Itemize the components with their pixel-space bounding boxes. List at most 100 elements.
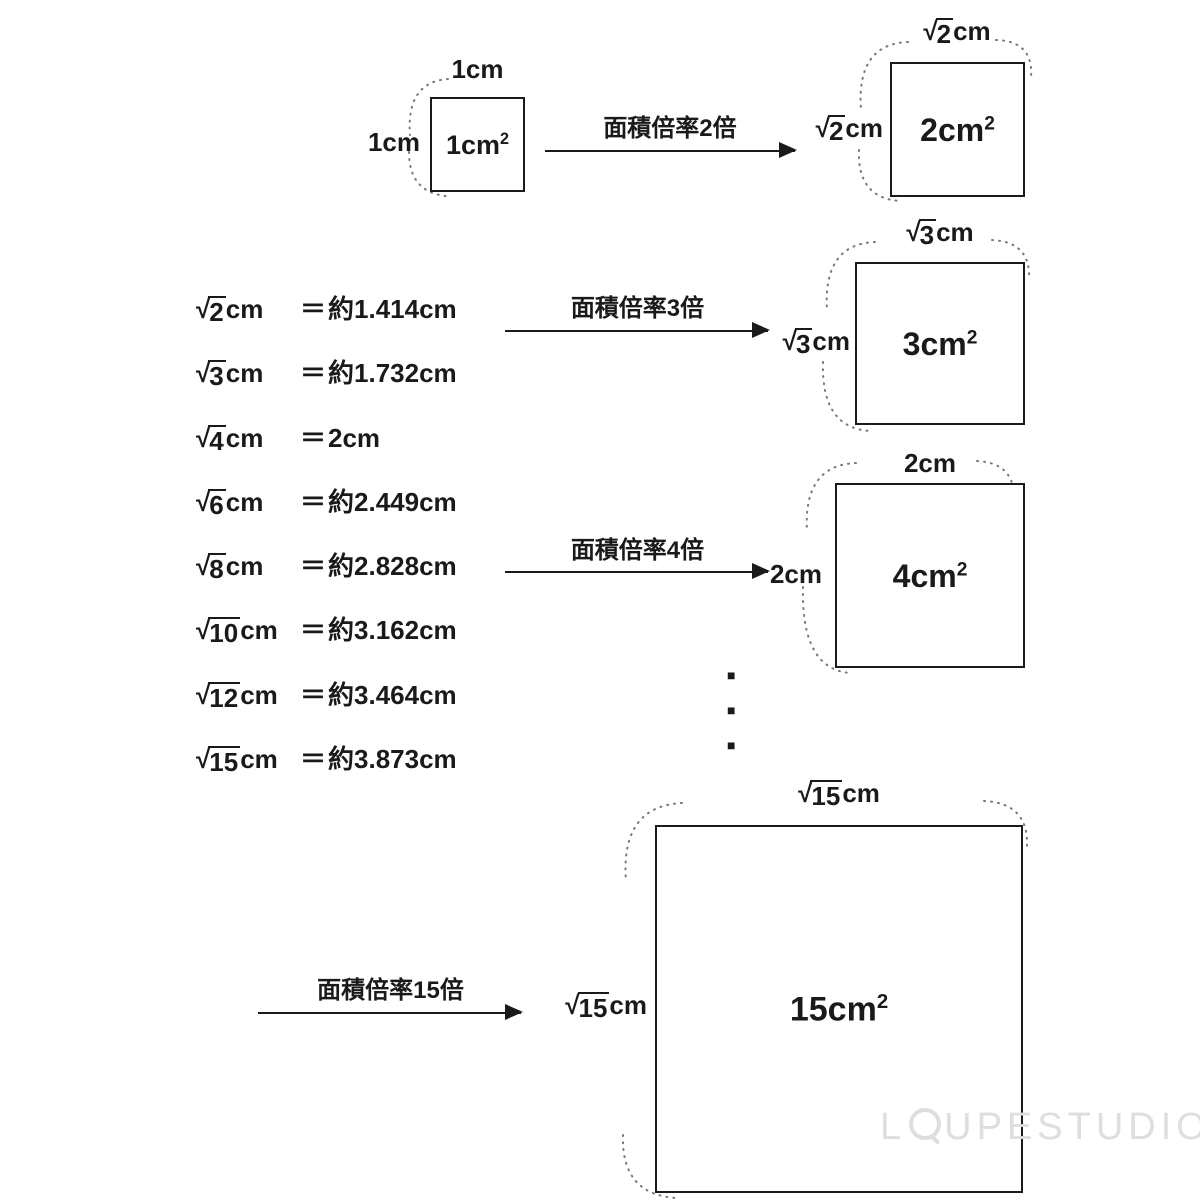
unit: cm (240, 744, 278, 775)
radicand: 15 (577, 992, 610, 1023)
radical-sign: √ (923, 16, 938, 46)
watermark: L UPESTUDIO (880, 1106, 1200, 1149)
area-value: 1cm (445, 129, 501, 160)
sqrt-expression: √15 (798, 779, 843, 810)
radical-sign: √ (196, 551, 211, 582)
radical-sign: √ (565, 990, 580, 1020)
arrow-ratio-2 (545, 142, 797, 158)
corner-arc (983, 800, 1029, 848)
corner-arc (805, 462, 857, 533)
square-15cm2: 15cm2 (655, 825, 1023, 1193)
radical-sign: √ (906, 217, 921, 247)
sqrt-expression: √6 (196, 488, 226, 519)
corner-arc (621, 1134, 678, 1199)
area-value: 2cm (920, 111, 985, 148)
corner-arc (408, 78, 449, 136)
square-3cm2: 3cm2 (855, 262, 1025, 425)
area-exponent: 2 (876, 990, 889, 1013)
radicand: 4 (208, 424, 226, 456)
unit: cm (953, 16, 991, 46)
arrow-label-ratio-2: 面積倍率2倍 (603, 115, 737, 142)
area-label-1cm2: 1cm2 (445, 129, 509, 160)
arrow-label-ratio-4: 面積倍率4倍 (570, 537, 705, 564)
area-label-4cm2: 4cm2 (893, 560, 968, 592)
radicand: 8 (208, 553, 226, 585)
unit: cm (240, 679, 278, 710)
ellipsis-dot-icon: ■ (727, 737, 736, 753)
corner-arc (825, 241, 876, 311)
watermark-text-suffix: UPESTUDIO (944, 1106, 1200, 1148)
radicand: 2 (827, 115, 846, 146)
ellipsis-dot-icon: ■ (727, 667, 736, 683)
equals-sign: ＝ (300, 744, 327, 775)
equals-sign: ＝ (300, 486, 327, 517)
area-exponent: 2 (956, 558, 968, 580)
radical-sign: √ (196, 358, 211, 389)
area-value: 15cm (789, 990, 877, 1029)
unit: cm (609, 990, 647, 1020)
ellipsis-dot-icon: ■ (727, 702, 736, 718)
sqrt-expression: √10 (196, 615, 241, 647)
side-length: 2cm (903, 448, 957, 478)
radicand: 15 (208, 746, 241, 778)
unit: cm (225, 486, 264, 517)
equals-sign: ＝ (300, 294, 327, 324)
side-label-top-1cm: 1cm (430, 54, 525, 85)
side-length: 2cm (769, 559, 822, 589)
radicand: 3 (918, 219, 937, 250)
equation-value: 約2.449cm (328, 486, 457, 517)
radical-sign: √ (782, 326, 797, 356)
equals-sign: ＝ (300, 615, 327, 646)
sqrt-expression: √12 (196, 679, 241, 713)
corner-arc (991, 239, 1031, 280)
side-label-top-2cm: 2cm (835, 448, 1025, 479)
square-1cm2: 1cm2 (430, 97, 525, 192)
equation-value: 約2.828cm (328, 551, 457, 582)
sqrt-expression: √15 (565, 990, 610, 1023)
side-length: 1cm (451, 54, 504, 84)
unit: cm (842, 778, 880, 808)
corner-arc (995, 39, 1033, 79)
radicand: 3 (208, 360, 226, 392)
equals-sign: ＝ (300, 551, 327, 582)
sqrt-expression: √15 (196, 744, 241, 778)
arrow-label-ratio-15: 面積倍率15倍 (317, 977, 464, 1004)
area-value: 3cm (902, 325, 967, 362)
corner-arc (408, 151, 447, 197)
radical-sign: √ (196, 679, 211, 710)
radical-sign: √ (815, 113, 830, 143)
unit: cm (225, 551, 264, 582)
equation-value: 約3.464cm (328, 679, 457, 710)
side-label-left-2cm: 2cm (760, 559, 822, 590)
sqrt-expression: √4 (196, 424, 226, 456)
sqrt-expression: √2 (923, 16, 954, 48)
equation-value: 2cm (328, 422, 381, 453)
unit: cm (936, 217, 974, 247)
watermark-text-prefix: L (880, 1106, 907, 1148)
equals-sign: ＝ (300, 358, 327, 389)
unit: cm (225, 294, 264, 324)
radicand: 2 (208, 296, 226, 327)
corner-arc (821, 361, 871, 432)
unit: cm (845, 113, 883, 143)
radical-sign: √ (196, 615, 211, 646)
radicand: 12 (208, 681, 241, 713)
square-4cm2: 4cm2 (835, 483, 1025, 668)
radical-sign: √ (196, 744, 211, 775)
sqrt-expression: √2 (196, 295, 226, 327)
equation-value: 約1.414cm (328, 294, 457, 324)
